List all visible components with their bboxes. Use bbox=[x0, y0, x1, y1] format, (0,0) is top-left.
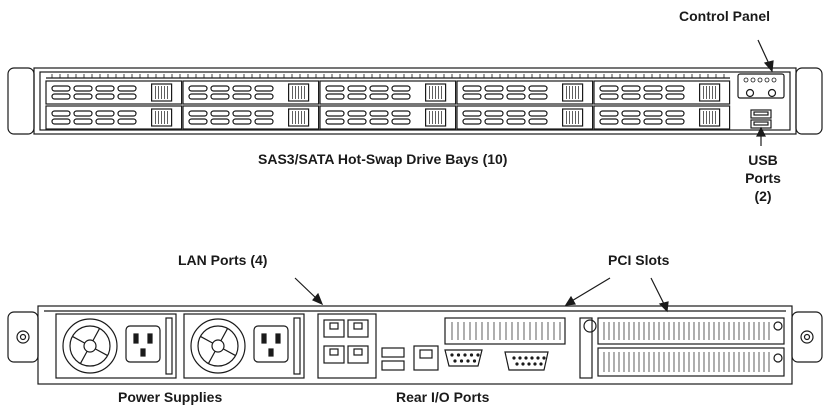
power-inlet-icon bbox=[125, 325, 161, 363]
control-panel-arrow bbox=[763, 60, 774, 73]
power-supplies bbox=[55, 313, 305, 379]
psu-handle bbox=[293, 317, 301, 375]
drive-latch bbox=[288, 83, 310, 102]
drive-latch bbox=[698, 83, 721, 102]
rear-left-rack-ear bbox=[7, 311, 39, 363]
rear-left-screw-icon bbox=[16, 330, 30, 344]
lan-port bbox=[347, 345, 369, 364]
status-led-icon bbox=[764, 77, 770, 83]
drive-latch bbox=[698, 108, 721, 127]
ipmi-lan-port bbox=[413, 345, 439, 371]
power-supply bbox=[183, 313, 305, 379]
pci-leader-left bbox=[569, 277, 611, 303]
drive-bay bbox=[182, 105, 320, 130]
lan-port bbox=[323, 345, 345, 364]
rear-chassis bbox=[37, 305, 793, 385]
drive-latch bbox=[151, 108, 173, 127]
lan-ports bbox=[317, 313, 377, 379]
drive-bay bbox=[182, 80, 320, 105]
front-chassis bbox=[33, 67, 797, 135]
status-led-icon bbox=[771, 77, 777, 83]
drive-latch bbox=[561, 83, 584, 102]
reset-button-icon bbox=[767, 88, 777, 98]
drive-latch bbox=[288, 108, 310, 127]
rear-io-label: Rear I/O Ports bbox=[396, 389, 490, 405]
lan-ports-label: LAN Ports (4) bbox=[178, 252, 268, 268]
front-view bbox=[7, 67, 823, 135]
drive-bays bbox=[45, 80, 731, 130]
control-panel-label: Control Panel bbox=[679, 8, 771, 24]
drive-latch bbox=[425, 83, 447, 102]
front-vent-ticks bbox=[51, 74, 725, 78]
rear-right-screw-icon bbox=[800, 330, 814, 344]
drive-bay bbox=[593, 80, 731, 105]
rear-leaders bbox=[294, 277, 669, 313]
front-right-rack-ear bbox=[795, 67, 823, 135]
front-bezel bbox=[39, 71, 791, 131]
rear-view bbox=[7, 305, 823, 385]
rear-usb-port bbox=[381, 347, 405, 358]
pci-slot bbox=[597, 347, 785, 377]
front-left-rack-ear bbox=[7, 67, 35, 135]
drive-latch bbox=[561, 108, 584, 127]
status-led-icon bbox=[743, 77, 749, 83]
lan-leader bbox=[294, 277, 319, 301]
fan-icon bbox=[190, 318, 246, 374]
pci-arrow-right bbox=[658, 301, 669, 313]
control-panel bbox=[737, 73, 785, 99]
usb-port bbox=[750, 109, 772, 119]
usb-ports-label: USB Ports (2) bbox=[745, 152, 781, 204]
pci-slot bbox=[597, 317, 785, 345]
status-led-icon bbox=[750, 77, 756, 83]
lan-port bbox=[347, 319, 369, 338]
pci-slots-label: PCI Slots bbox=[608, 252, 670, 268]
drive-bay bbox=[319, 105, 457, 130]
drive-bay bbox=[45, 105, 183, 130]
rear-usb-port bbox=[381, 360, 405, 371]
usb-arrow bbox=[756, 126, 766, 137]
power-inlet-icon bbox=[253, 325, 289, 363]
usb-ports bbox=[750, 109, 772, 129]
drive-latch bbox=[425, 108, 447, 127]
thumbscrew-icon bbox=[583, 319, 597, 333]
drive-latch bbox=[151, 83, 173, 102]
drive-bays-label: SAS3/SATA Hot-Swap Drive Bays (10) bbox=[258, 151, 508, 167]
drive-bay bbox=[456, 105, 594, 130]
drive-bay bbox=[593, 105, 731, 130]
vga-port bbox=[504, 351, 549, 371]
power-supplies-label: Power Supplies bbox=[118, 389, 223, 405]
rear-io-ports bbox=[381, 345, 549, 371]
front-leaders bbox=[756, 39, 774, 146]
drive-bay bbox=[319, 80, 457, 105]
drive-bay bbox=[456, 80, 594, 105]
drive-bay bbox=[45, 80, 183, 105]
lan-port bbox=[323, 319, 345, 338]
lan-arrow bbox=[312, 292, 324, 306]
power-supply bbox=[55, 313, 177, 379]
pci-arrow-left bbox=[564, 295, 576, 306]
fan-icon bbox=[62, 318, 118, 374]
serial-port bbox=[444, 349, 483, 367]
psu-handle bbox=[165, 317, 173, 375]
power-button-icon bbox=[745, 88, 755, 98]
pci-slots bbox=[444, 317, 785, 379]
status-led-icon bbox=[757, 77, 763, 83]
pci-leader-right bbox=[650, 277, 666, 307]
rear-right-rack-ear bbox=[791, 311, 823, 363]
